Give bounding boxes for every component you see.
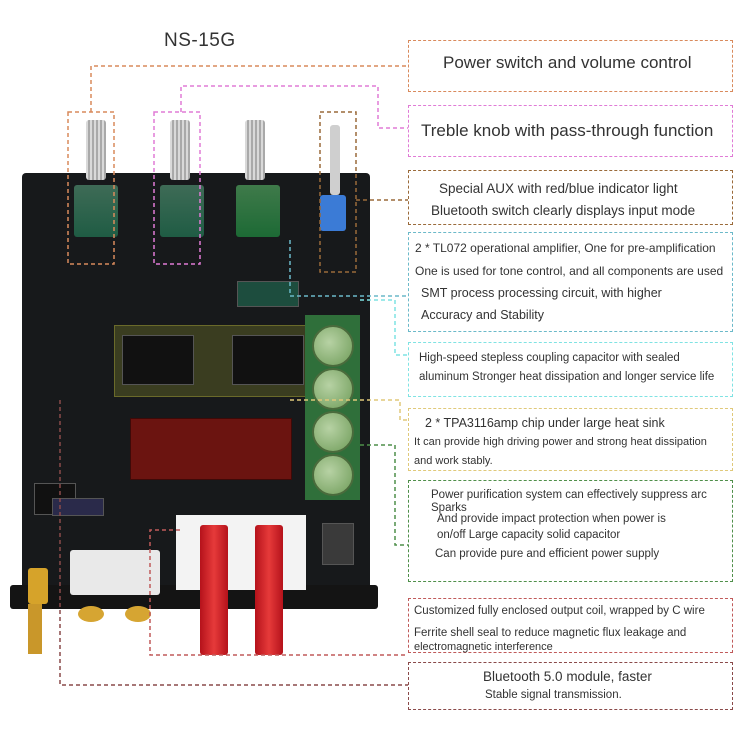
callout-amp-line-2: It can provide high driving power and st… [414,436,707,448]
callout-opamp: 2 * TL072 operational amplifier, One for… [408,232,733,332]
callout-treble-line-1: Treble knob with pass-through function [421,121,714,140]
rca-block [70,550,160,595]
callout-capacitor-line-1: High-speed stepless coupling capacitor w… [419,352,680,364]
rca-jack-right [125,606,151,622]
callout-amp-line-3: and work stably. [414,455,493,467]
volume-knob [74,185,118,237]
callout-amp: 2 * TPA3116amp chip under large heat sin… [408,408,733,471]
capacitor-3 [312,411,354,453]
callout-aux: Special AUX with red/blue indicator ligh… [408,170,733,225]
callout-power-supply-line-4: on/off Large capacity solid capacitor [437,529,621,541]
callout-power-supply: Power purification system can effectivel… [408,480,733,582]
opamp-chip-left [122,335,194,385]
callout-capacitor-line-2: aluminum Stronger heat dissipation and l… [419,371,715,383]
callout-power-supply-line-3: And provide impact protection when power… [437,513,666,525]
callout-power-supply-line-5: Can provide pure and efficient power sup… [435,548,660,560]
callout-opamp-line-4: Accuracy and Stability [421,308,544,322]
volume-knob-shaft [86,120,106,180]
callout-power-supply-line-2: Sparks [431,502,467,514]
amp-heatsink [130,418,292,480]
bass-knob-shaft [245,120,265,180]
callout-power-line-1: Power switch and volume control [443,53,692,72]
callout-power-supply-line-1: Power purification system can effectivel… [431,489,707,501]
callout-coil: Customized fully enclosed output coil, w… [408,598,733,653]
switch-lever [330,125,340,195]
treble-leader [180,85,408,129]
callout-bluetooth-line-2: Stable signal transmission. [485,689,622,701]
callout-coil-line-2: Ferrite shell seal to reduce magnetic fl… [414,627,687,639]
rca-jack-left [78,606,104,622]
callout-power: Power switch and volume control [408,40,733,92]
callout-opamp-line-2: One is used for tone control, and all co… [415,264,724,278]
bass-knob [236,185,280,237]
speaker-terminal-right [255,525,283,655]
green-connector [237,281,299,307]
bluetooth-chip [52,498,104,516]
dc-jack [322,523,354,565]
power-leader [90,65,408,112]
callout-opamp-line-1: 2 * TL072 operational amplifier, One for… [415,241,716,255]
speaker-terminal-left [200,525,228,655]
antenna-stem [28,604,42,654]
callout-bluetooth-line-1: Bluetooth 5.0 module, faster [483,669,652,684]
treble-knob [160,185,204,237]
callout-coil-line-3: electromagnetic interference [414,641,553,653]
callout-coil-line-1: Customized fully enclosed output coil, w… [414,605,705,617]
callout-capacitor: High-speed stepless coupling capacitor w… [408,342,733,397]
product-title: NS-15G [164,30,236,51]
antenna-connector [28,568,48,604]
callout-amp-line-1: 2 * TPA3116amp chip under large heat sin… [425,416,665,430]
callout-aux-line-1: Special AUX with red/blue indicator ligh… [439,181,678,196]
opamp-chip-right [232,335,304,385]
callout-treble: Treble knob with pass-through function [408,105,733,157]
callout-aux-line-2: Bluetooth switch clearly displays input … [431,203,696,218]
capacitor-1 [312,325,354,367]
terminal-panel [176,515,306,590]
callout-bluetooth: Bluetooth 5.0 module, faster Stable sign… [408,662,733,710]
capacitor-4 [312,454,354,496]
callout-opamp-line-3: SMT process processing circuit, with hig… [421,286,662,300]
treble-knob-shaft [170,120,190,180]
switch-body [320,195,346,231]
capacitor-2 [312,368,354,410]
